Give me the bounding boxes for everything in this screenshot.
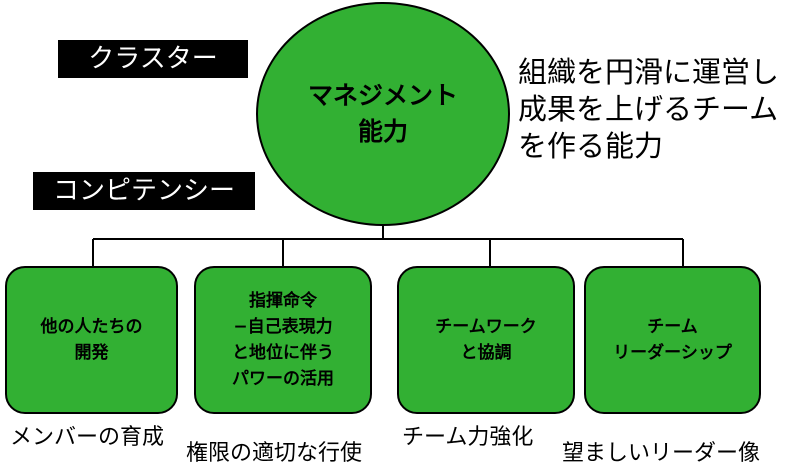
competency-caption: メンバーの育成 bbox=[10, 425, 165, 450]
competency-label: コンピテンシー bbox=[33, 172, 255, 210]
competency-box-team-leadership: チーム リーダーシップ bbox=[584, 266, 761, 414]
competency-box-teamwork: チームワーク と協調 bbox=[397, 266, 575, 414]
competency-box-text: チーム リーダーシップ bbox=[613, 317, 732, 363]
management-ability-node: マネジメント 能力 bbox=[256, 2, 510, 226]
competency-box-text: チームワーク と協調 bbox=[435, 317, 537, 363]
competency-box-text: 他の人たちの 開発 bbox=[40, 317, 143, 363]
cluster-description: 組織を円滑に運営し 成果を上げるチーム を作る能力 bbox=[518, 55, 780, 163]
cluster-label: クラスター bbox=[58, 40, 248, 78]
competency-caption: 権限の適切な行使 bbox=[186, 441, 363, 466]
competency-box-development: 他の人たちの 開発 bbox=[5, 266, 178, 414]
competency-box-directiveness: 指揮命令 −自己表現力 と地位に伴う パワーの活用 bbox=[194, 266, 372, 414]
competency-caption: 望ましいリーダー像 bbox=[562, 441, 761, 466]
competency-caption: チーム力強化 bbox=[402, 425, 534, 450]
center-title: マネジメント 能力 bbox=[307, 81, 458, 146]
competency-box-text: 指揮命令 −自己表現力 と地位に伴う パワーの活用 bbox=[232, 291, 334, 389]
